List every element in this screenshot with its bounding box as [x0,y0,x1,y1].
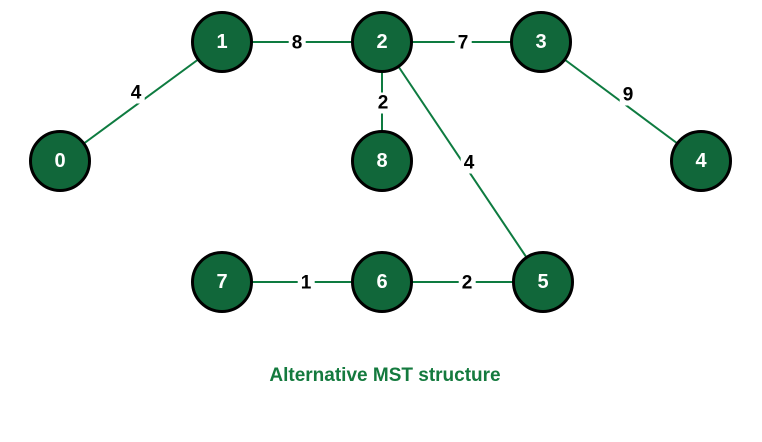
graph-node-4: 4 [670,130,732,192]
graph-node-1: 1 [191,11,253,73]
graph-node-6: 6 [351,251,413,313]
graph-node-7: 7 [191,251,253,313]
edge-weight-2-3: 7 [454,32,472,54]
edge-weight-2-5: 4 [460,152,478,174]
edge-weight-1-2: 8 [288,32,306,54]
graph-node-8: 8 [351,130,413,192]
edge-weight-2-8: 2 [374,92,392,114]
graph-node-2: 2 [351,11,413,73]
graph-node-3: 3 [510,11,572,73]
edge-weight-6-5: 2 [458,272,476,294]
edge-weight-3-4: 9 [619,84,637,106]
graph-node-5: 5 [512,251,574,313]
graph-node-0: 0 [29,130,91,192]
edge-weight-7-6: 1 [297,272,315,294]
caption: Alternative MST structure [269,365,501,386]
edge-weight-0-1: 4 [127,82,145,104]
